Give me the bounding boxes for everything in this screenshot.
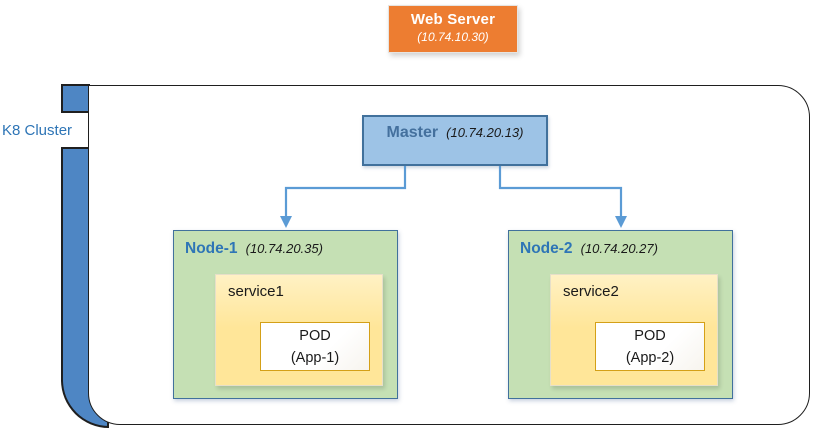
node-2-label: Node-2	[520, 240, 573, 257]
node-2-ip: (10.74.20.27)	[580, 241, 658, 256]
pod-1-box: POD (App-1)	[260, 322, 370, 371]
web-server-label: Web Server	[410, 11, 496, 28]
node-2-header: Node-2 (10.74.20.27)	[509, 231, 732, 258]
master-box: Master (10.74.20.13)	[362, 115, 548, 166]
pod-2-box: POD (App-2)	[595, 322, 705, 371]
pod-2-title: POD	[634, 328, 666, 344]
pod-1-title: POD	[299, 328, 331, 344]
service-1-label: service1	[228, 283, 284, 300]
pod-1-app: (App-1)	[290, 350, 340, 366]
web-server-box: Web Server (10.74.10.30)	[388, 5, 518, 53]
node-1-label: Node-1	[185, 240, 238, 257]
cluster-label: K8 Cluster	[2, 122, 73, 139]
cluster-spine-top	[61, 84, 90, 113]
web-server-ip: (10.74.10.30)	[417, 30, 489, 44]
node-1-ip: (10.74.20.35)	[245, 241, 323, 256]
master-ip: (10.74.20.13)	[446, 125, 524, 140]
master-label: Master	[386, 124, 439, 141]
service-2-label: service2	[563, 283, 619, 300]
pod-2-app: (App-2)	[625, 350, 675, 366]
node-1-header: Node-1 (10.74.20.35)	[174, 231, 397, 258]
